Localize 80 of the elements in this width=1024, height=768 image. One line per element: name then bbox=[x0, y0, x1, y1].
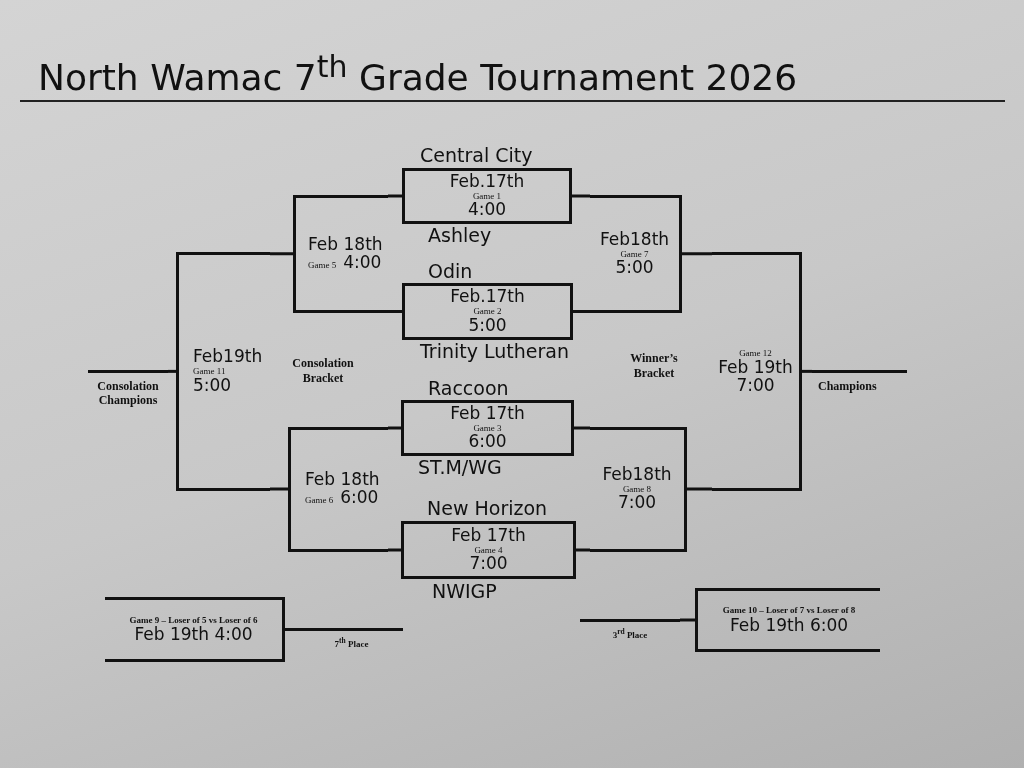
team-name: Trinity Lutheran bbox=[420, 342, 569, 362]
game-number: Game 8 bbox=[622, 483, 652, 495]
time-text: 6:00 bbox=[468, 433, 507, 451]
date-text: Feb 18th bbox=[305, 471, 380, 489]
place-label: Champions bbox=[818, 379, 877, 394]
date-text: Feb18th bbox=[602, 466, 672, 484]
game-box bbox=[401, 521, 576, 579]
place-label: 3$^{rd}$ Place bbox=[612, 626, 648, 641]
game-box bbox=[402, 283, 573, 340]
bracket-frame bbox=[293, 194, 388, 313]
bracket-line bbox=[687, 487, 712, 491]
date-text: Feb 18th bbox=[308, 235, 383, 254]
time-text: 7:00 bbox=[469, 555, 508, 573]
title: North Wamac 7$^{th}$ Grade Tournament 2026 bbox=[38, 50, 798, 98]
game-number: Game 1 bbox=[472, 190, 502, 202]
section-label: Winner’s Bracket bbox=[629, 351, 679, 381]
place-label: Consolation Champions bbox=[96, 379, 160, 408]
date-text: Feb.17th bbox=[449, 173, 525, 191]
bracket-frame bbox=[695, 588, 880, 652]
game-number: Game 12 bbox=[739, 348, 772, 359]
time-text: 5:00 bbox=[615, 258, 654, 277]
date-text: Feb 19th bbox=[718, 358, 793, 377]
time-text: 5:00 bbox=[468, 316, 507, 335]
time-text: 4:00 bbox=[467, 201, 507, 219]
game-number: Game 2 bbox=[473, 306, 502, 317]
game-number: Game 7 bbox=[620, 248, 649, 259]
date-time-text: Feb 19th 4:00 bbox=[134, 626, 253, 645]
game-number: Game 11 bbox=[193, 366, 226, 377]
bracket-frame bbox=[105, 597, 285, 662]
result-slot bbox=[812, 370, 907, 394]
bracket-line bbox=[572, 194, 590, 198]
bracket-line bbox=[168, 369, 176, 373]
date-text: Feb 17th bbox=[450, 405, 525, 423]
game-number: Game 6 bbox=[305, 495, 334, 506]
bracket-line bbox=[270, 487, 288, 491]
time-text: 4:00 bbox=[343, 253, 382, 272]
date-text: Feb18th bbox=[599, 230, 670, 249]
team-name: New Horizon bbox=[427, 499, 548, 519]
bracket-line bbox=[802, 369, 812, 373]
team-name: ST.M/WG bbox=[418, 458, 502, 478]
game-note: Game 10 – Loser of 7 vs Loser of 8 bbox=[722, 605, 856, 617]
bracket-line bbox=[682, 252, 712, 256]
bracket-line bbox=[285, 628, 300, 631]
date-text: Feb 17th bbox=[451, 527, 526, 545]
date-text: Feb19th bbox=[193, 348, 263, 367]
bracket-line bbox=[388, 310, 402, 313]
team-name: Ashley bbox=[428, 226, 492, 246]
bracket-line bbox=[573, 310, 590, 313]
bracket-frame bbox=[176, 252, 270, 491]
bracket-frame bbox=[288, 426, 388, 552]
result-slot bbox=[580, 618, 680, 641]
time-text: 7:00 bbox=[736, 376, 775, 395]
team-name: Central City bbox=[420, 146, 533, 166]
time-text: 5:00 bbox=[193, 376, 232, 395]
date-text: Feb.17th bbox=[450, 288, 525, 307]
team-name: NWIGP bbox=[432, 582, 497, 602]
place-label: 7$^{th}$ Place bbox=[334, 636, 369, 650]
bracket-line bbox=[576, 548, 590, 552]
time-text: 7:00 bbox=[617, 494, 657, 512]
bracket-frame bbox=[712, 252, 802, 491]
game-number: Game 5 bbox=[308, 259, 337, 271]
bracket-line bbox=[388, 426, 401, 430]
bracket-line bbox=[680, 618, 695, 622]
game-number: Game 4 bbox=[474, 544, 503, 556]
game-note: Game 9 – Loser of 5 vs Loser of 6 bbox=[129, 614, 258, 626]
bracket-frame bbox=[590, 194, 682, 313]
game-box bbox=[401, 400, 574, 456]
date-time-text: Feb 19th 6:00 bbox=[729, 616, 849, 635]
bracket-line bbox=[574, 426, 590, 430]
game-number: Game 3 bbox=[473, 422, 502, 434]
bracket-frame bbox=[590, 426, 687, 552]
team-name: Odin bbox=[428, 262, 473, 282]
section-label: Consolation Bracket bbox=[291, 356, 355, 386]
time-text: 6:00 bbox=[340, 489, 379, 507]
bracket-line bbox=[388, 194, 402, 198]
bracket-line bbox=[270, 252, 293, 256]
result-slot bbox=[300, 628, 403, 650]
team-name: Raccoon bbox=[428, 379, 509, 399]
bracket-line bbox=[388, 548, 401, 552]
game-box bbox=[402, 168, 572, 224]
